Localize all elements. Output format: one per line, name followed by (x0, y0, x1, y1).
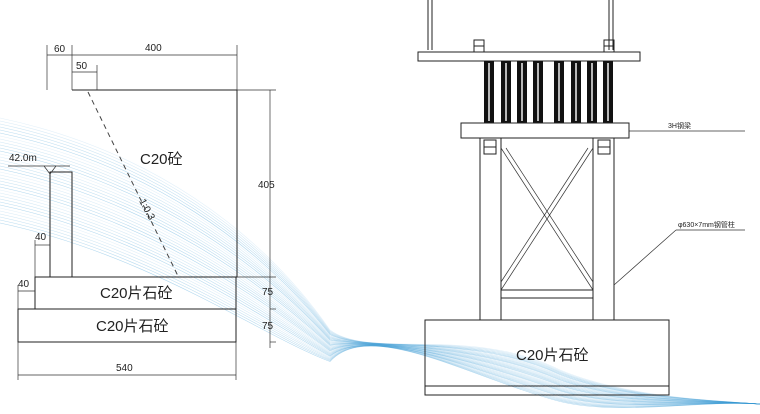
dim-label-400: 400 (145, 43, 162, 54)
wave-line (0, 117, 760, 405)
cap-beam (460, 122, 630, 139)
wave-line (0, 174, 760, 405)
label-column: φ630×7mm钢管柱 (678, 220, 735, 229)
beam-stack (484, 61, 613, 123)
slope-line (87, 91, 179, 277)
wave-line (0, 189, 760, 405)
wave-line (0, 204, 760, 406)
dim-label-40-a: 40 (35, 232, 47, 243)
wave-line (0, 150, 760, 405)
brace-diagonal (500, 147, 589, 283)
wave-line (0, 177, 760, 405)
wave-line (0, 126, 760, 405)
column-left (479, 137, 502, 321)
steel-pier-drawing: C20片石砼 3H钢梁 φ630×7mm钢管柱 (417, 0, 745, 396)
wave-line (0, 135, 760, 405)
label-layer-upper: C20片石砼 (100, 285, 173, 302)
wave-line (0, 120, 760, 405)
dim-label-540: 540 (116, 363, 133, 374)
label-layer-lower: C20片石砼 (96, 318, 169, 335)
top-plate (417, 51, 641, 62)
wave-line (0, 129, 760, 405)
dim-label-60: 60 (54, 44, 66, 55)
wave-line (0, 195, 760, 405)
foundation-block (424, 319, 670, 396)
wave-line (0, 141, 760, 405)
label-c20-concrete: C20砼 (140, 151, 183, 168)
wave-line (0, 159, 760, 405)
label-foundation: C20片石砼 (516, 347, 589, 364)
wave-line (0, 180, 760, 405)
dim-label-405: 405 (258, 180, 275, 191)
wave-line (0, 213, 760, 407)
abutment-body-outline (49, 89, 238, 278)
wave-line (0, 210, 760, 406)
leader-column (613, 229, 677, 286)
wave-line (0, 132, 760, 405)
abutment-section-drawing: 60 400 50 42.0m 405 75 75 40 40 540 C20砼… (8, 43, 276, 380)
wave-line (0, 147, 760, 405)
wave-line (0, 183, 760, 405)
wave-line (0, 198, 760, 405)
brace-diagonal (500, 147, 594, 291)
wave-line (0, 219, 760, 408)
wave-line (0, 153, 760, 405)
label-beam: 3H钢梁 (668, 121, 691, 130)
dim-label-75-b: 75 (262, 321, 274, 332)
wave-line (0, 168, 760, 405)
column-right (592, 137, 615, 321)
wave-line (0, 144, 760, 405)
layer-lower-rect (17, 308, 237, 343)
wave-line (0, 162, 760, 405)
wave-line (0, 207, 760, 406)
elevation-label: 42.0m (9, 153, 37, 164)
dim-label-40-b: 40 (18, 279, 30, 290)
wave-line (0, 156, 760, 405)
wave-line (0, 123, 760, 405)
wave-line (0, 138, 760, 405)
elevation-triangle-icon (43, 165, 57, 175)
wave-line (0, 216, 760, 407)
dim-label-75-a: 75 (262, 287, 274, 298)
wave-background (0, 117, 760, 409)
dim-label-50: 50 (76, 61, 88, 72)
wave-line (0, 222, 760, 409)
wave-line (0, 186, 760, 405)
wave-line (0, 165, 760, 405)
wave-line (0, 192, 760, 405)
wave-line (0, 201, 760, 405)
wave-line (0, 171, 760, 405)
